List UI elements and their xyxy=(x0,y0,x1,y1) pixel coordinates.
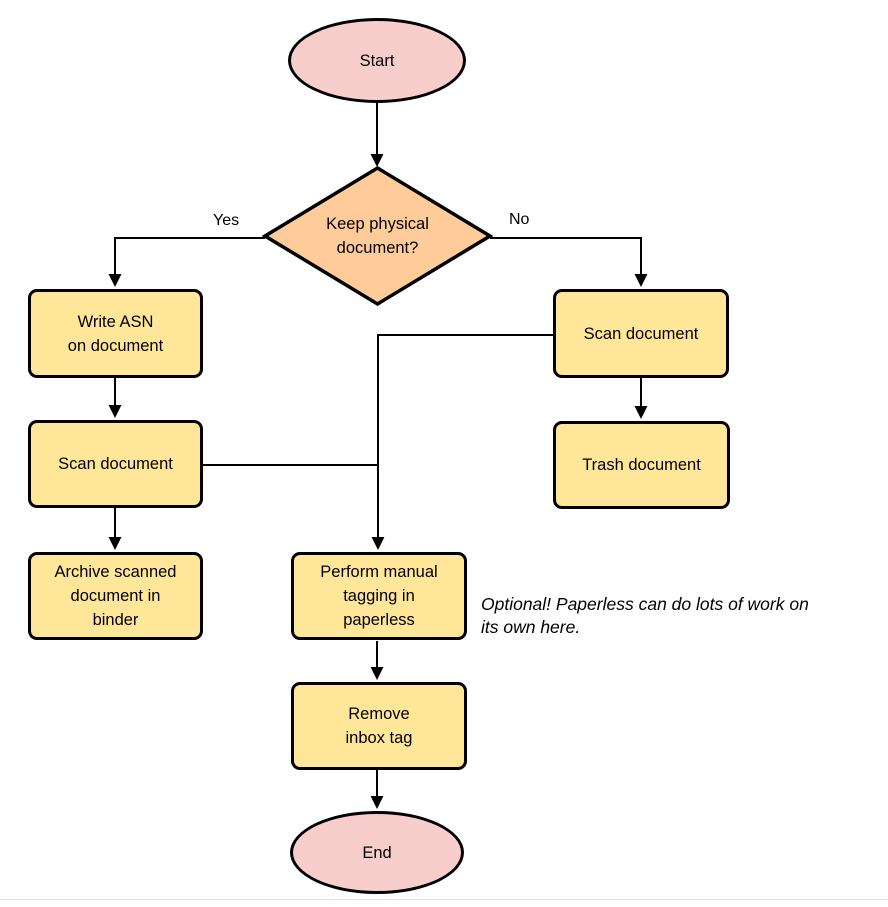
node-tagging: Perform manual tagging in paperless xyxy=(291,552,467,640)
edge-scan-right-to-tagging xyxy=(371,334,554,550)
decision-diamond-polygon xyxy=(262,165,493,307)
node-write-asn-label: Write ASN on document xyxy=(67,312,164,355)
node-write-asn: Write ASN on document xyxy=(28,289,203,378)
node-scan-left-label: Scan document xyxy=(58,455,173,473)
node-end: End xyxy=(290,811,464,894)
node-decision-label: Keep physical document? xyxy=(326,215,429,257)
node-trash: Trash document xyxy=(553,421,730,509)
node-trash-label: Trash document xyxy=(582,456,701,474)
annotation-optional-note: Optional! Paperless can do lots of work … xyxy=(481,594,809,637)
bottom-divider xyxy=(0,899,888,900)
node-archive-label: Archive scanned document in binder xyxy=(54,563,177,629)
node-scan-left: Scan document xyxy=(28,420,203,508)
decision-diamond-shape xyxy=(262,165,493,307)
edge-label-no: No xyxy=(507,211,532,229)
edge-decision-yes-to-write-asn xyxy=(108,237,265,287)
node-archive: Archive scanned document in binder xyxy=(28,552,203,640)
edge-decision-no-to-scan-right xyxy=(490,237,648,287)
node-end-label: End xyxy=(362,843,392,862)
node-start-label: Start xyxy=(359,51,395,70)
node-scan-right-label: Scan document xyxy=(583,324,699,343)
node-scan-right: Scan document xyxy=(553,289,729,378)
node-tagging-label: Perform manual tagging in paperless xyxy=(320,563,438,629)
node-start: Start xyxy=(288,18,466,103)
edge-label-yes: Yes xyxy=(211,212,242,230)
node-remove-inbox-label: Remove inbox tag xyxy=(345,705,413,747)
node-remove-inbox: Remove inbox tag xyxy=(291,682,467,770)
node-decision: Keep physical document? xyxy=(262,165,493,307)
